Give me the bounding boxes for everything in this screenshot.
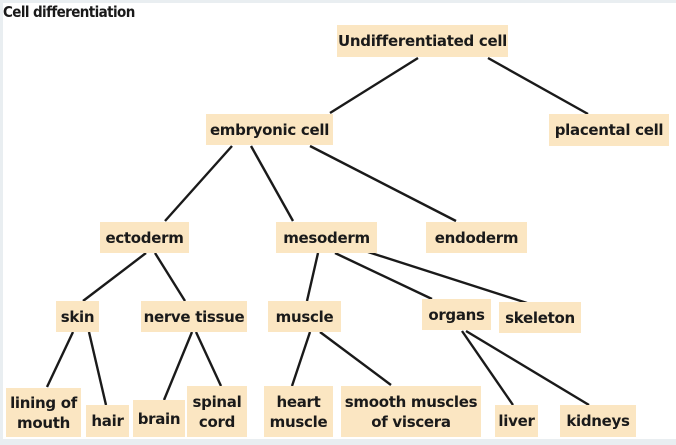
edge-organs-to-liver [461, 330, 514, 406]
node-organs: organs [422, 299, 491, 330]
node-lining-of-mouth: lining of mouth [6, 388, 81, 437]
edge-muscle-to-smooth-muscles [319, 331, 392, 386]
edge-mesoderm-to-muscle [305, 252, 320, 302]
edge-ectoderm-to-nerve-tissue [153, 252, 187, 302]
edge-mesoderm-to-skeleton [367, 250, 528, 305]
edge-undifferentiated-to-embryonic [329, 56, 419, 115]
edge-embryonic-to-endoderm [309, 144, 457, 223]
node-embryonic-cell: embryonic cell [206, 114, 333, 145]
node-undifferentiated-cell: Undifferentiated cell [337, 25, 508, 57]
edge-organs-to-kidneys [465, 329, 590, 407]
edge-embryonic-to-ectoderm [164, 145, 233, 222]
edge-ectoderm-to-skin [82, 252, 147, 302]
node-heart-muscle: heart muscle [264, 386, 333, 437]
node-placental-cell: placental cell [549, 114, 669, 146]
edge-nerve-tissue-to-spinal-cord [194, 331, 223, 387]
node-spinal-cord: spinal cord [187, 386, 247, 437]
node-liver: liver [495, 405, 538, 437]
node-mesoderm: mesoderm [276, 222, 377, 253]
edge-skin-to-hair [87, 331, 108, 406]
node-hair: hair [86, 405, 129, 437]
edge-muscle-to-heart-muscle [290, 331, 312, 387]
node-skeleton: skeleton [499, 302, 581, 333]
diagram-canvas [3, 3, 676, 439]
edge-mesoderm-to-organs [334, 251, 433, 301]
node-skin: skin [56, 301, 99, 332]
edge-embryonic-to-mesoderm [249, 145, 295, 222]
edge-undifferentiated-to-placental [487, 56, 589, 116]
node-nerve-tissue: nerve tissue [141, 301, 247, 332]
diagram-title: Cell differentiation [3, 3, 135, 21]
edge-nerve-tissue-to-brain [162, 331, 194, 401]
node-endoderm: endoderm [426, 222, 527, 253]
node-ectoderm: ectoderm [100, 222, 189, 253]
node-muscle: muscle [268, 301, 341, 332]
node-kidneys: kidneys [560, 405, 636, 437]
edge-skin-to-lining-of-mouth [45, 331, 75, 388]
node-brain: brain [133, 400, 185, 437]
node-smooth-muscles-of-viscera: smooth muscles of viscera [341, 386, 481, 437]
